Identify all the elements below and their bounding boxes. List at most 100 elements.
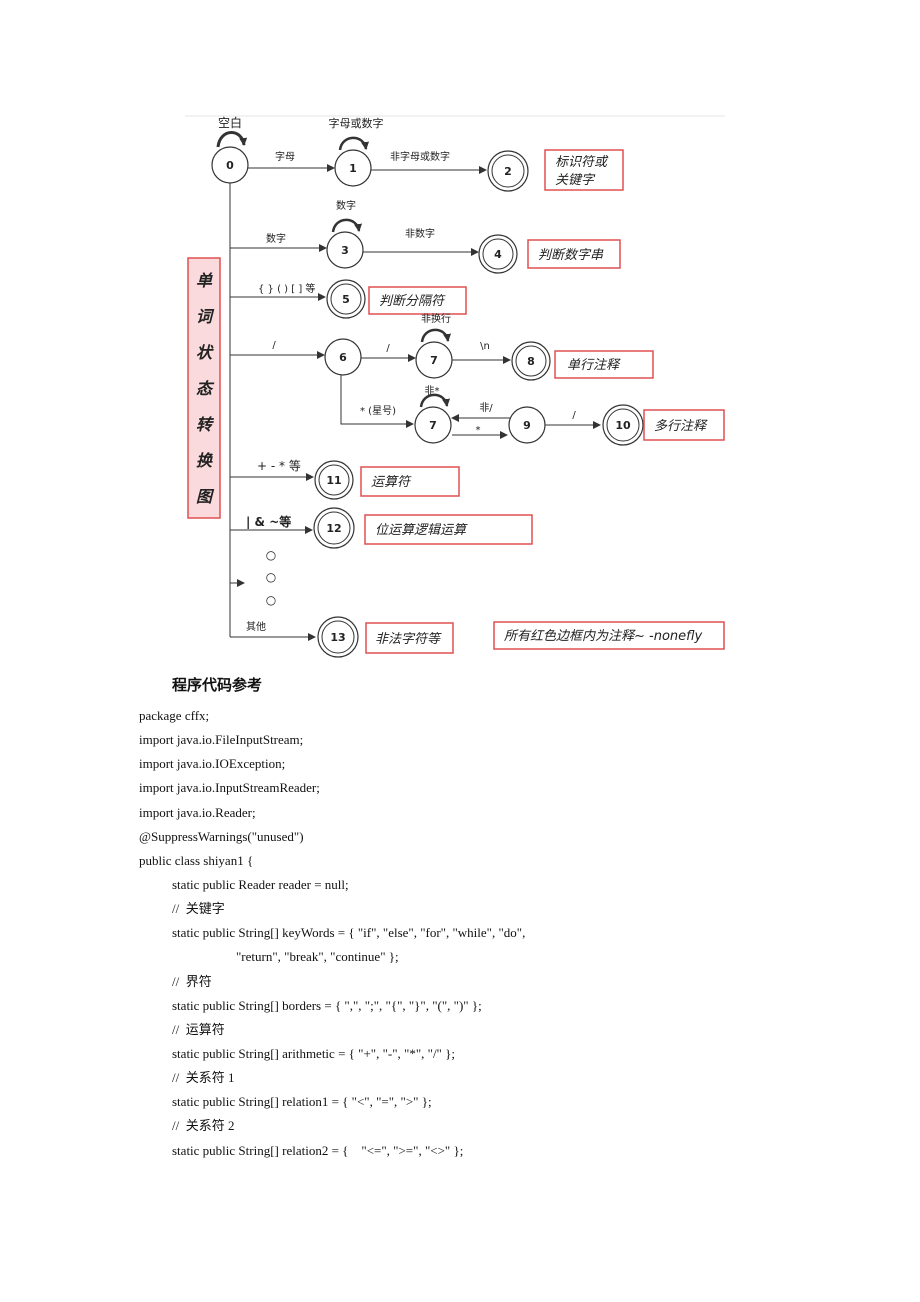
svg-text:*: * (476, 425, 481, 436)
svg-text:10: 10 (615, 419, 631, 432)
note-bit-logic (364, 514, 533, 545)
code-line: // 关键字 (172, 901, 225, 917)
svg-text:数字: 数字 (266, 232, 286, 245)
svg-text:非换行: 非换行 (421, 312, 451, 325)
svg-text:13: 13 (330, 631, 345, 644)
svg-text:空白: 空白 (218, 115, 242, 130)
svg-text:字母: 字母 (275, 150, 295, 163)
code-line: // 关系符 1 (172, 1070, 235, 1086)
svg-text:11: 11 (326, 474, 341, 487)
code-line: static public String[] borders = { ",", … (172, 997, 482, 1013)
state-7-multi (414, 406, 452, 444)
state-11 (314, 460, 354, 500)
state-1 (334, 149, 372, 187)
svg-text:词: 词 (196, 307, 215, 326)
svg-text:8: 8 (527, 355, 535, 368)
code-heading: 程序代码参考 (172, 676, 263, 694)
note-multi-comment (643, 409, 725, 441)
svg-text:转: 转 (196, 415, 215, 434)
code-line: static public Reader reader = null; (172, 876, 349, 892)
svg-text:0: 0 (226, 159, 234, 172)
state-12 (313, 507, 355, 549)
code-line: public class shiyan1 { (139, 852, 254, 868)
svg-text:○: ○ (266, 570, 276, 584)
svg-text:位运算逻辑运算: 位运算逻辑运算 (375, 522, 468, 538)
svg-text:/: / (572, 410, 576, 421)
state-5 (326, 279, 366, 319)
state-2 (487, 150, 529, 192)
code-line: // 关系符 2 (172, 1118, 235, 1134)
note-identifier (544, 149, 624, 191)
svg-text:非*: 非* (425, 385, 440, 397)
svg-text:关键字: 关键字 (555, 172, 596, 188)
svg-text:状: 状 (196, 343, 214, 362)
svg-text:○: ○ (266, 548, 276, 562)
code-line: static public String[] relation2 = { "<=… (172, 1142, 464, 1158)
diagram-title-box (187, 257, 221, 519)
code-line: @SuppressWarnings("unused") (139, 828, 304, 844)
svg-text:6: 6 (339, 351, 347, 364)
state-0 (211, 146, 249, 184)
svg-text:○: ○ (266, 593, 276, 607)
svg-text:/: / (386, 343, 390, 354)
svg-text:非法字符等: 非法字符等 (375, 631, 442, 647)
svg-text:字母或数字: 字母或数字 (329, 116, 384, 130)
note-footer (493, 621, 725, 650)
svg-text:12: 12 (326, 522, 341, 535)
code-line: import java.io.InputStreamReader; (139, 780, 320, 796)
code-line: static public String[] arithmetic = { "+… (172, 1045, 455, 1061)
state-3 (326, 231, 364, 269)
svg-text:7: 7 (429, 419, 437, 432)
svg-text:多行注释: 多行注释 (654, 419, 708, 434)
svg-text:所有红色边框内为注释~ -nonefly: 所有红色边框内为注释~ -nonefly (504, 629, 703, 644)
code-line: // 界符 (172, 973, 212, 989)
svg-text:非/: 非/ (479, 402, 493, 414)
svg-text:| & ~等: | & ~等 (246, 514, 291, 529)
note-number (527, 239, 621, 269)
note-illegal (365, 622, 454, 654)
state-4 (478, 234, 518, 274)
svg-text:其他: 其他 (246, 620, 266, 633)
svg-text:9: 9 (523, 419, 531, 432)
state-transition-diagram: 单 词 状 态 转 换 图 0 空白 字母 1 字母或数字 非字母或数字 2 标… (185, 115, 725, 658)
svg-text:非数字: 非数字 (405, 227, 435, 240)
state-13 (317, 616, 359, 658)
code-line: import java.io.IOException; (139, 756, 286, 772)
note-single-comment (554, 350, 654, 379)
svg-text:/: / (272, 340, 276, 351)
svg-text:标识符或: 标识符或 (555, 155, 609, 170)
svg-text:判断分隔符: 判断分隔符 (379, 294, 446, 309)
state-8 (511, 341, 551, 381)
svg-text:4: 4 (494, 248, 502, 261)
code-line: import java.io.Reader; (139, 804, 256, 820)
svg-text:{ } ( ) [ ] 等: { } ( ) [ ] 等 (258, 282, 315, 295)
svg-text:单行注释: 单行注释 (567, 358, 621, 373)
svg-text:\n: \n (480, 341, 490, 352)
svg-text:+ - * 等: + - * 等 (257, 459, 301, 473)
svg-text:3: 3 (341, 244, 349, 257)
note-delimiter (368, 286, 467, 315)
code-line: "return", "break", "continue" }; (236, 949, 399, 965)
code-line: static public String[] keyWords = { "if"… (172, 925, 526, 941)
svg-text:态: 态 (196, 379, 215, 398)
code-listing: package cffx; import java.io.FileInputStr… (139, 704, 839, 1163)
code-line: // 运算符 (172, 1021, 225, 1037)
code-line: static public String[] relation1 = { "<"… (172, 1094, 432, 1110)
svg-text:判断数字串: 判断数字串 (538, 247, 604, 263)
svg-text:图: 图 (196, 487, 215, 506)
state-6 (324, 338, 362, 376)
note-operator (360, 466, 460, 497)
svg-text:1: 1 (349, 162, 357, 175)
svg-text:数字: 数字 (336, 199, 356, 212)
svg-text:换: 换 (196, 451, 213, 470)
code-line: import java.io.FileInputStream; (139, 732, 304, 748)
diagram-title: 单 词 状 态 转 换 图 (196, 271, 215, 506)
code-line: package cffx; (139, 708, 210, 723)
svg-text:7: 7 (430, 354, 438, 367)
state-10 (602, 404, 644, 446)
blank-loop-arrow (216, 131, 248, 148)
svg-text:非字母或数字: 非字母或数字 (390, 150, 450, 163)
svg-text:* (星号): * (星号) (360, 405, 396, 417)
svg-text:2: 2 (504, 165, 512, 178)
svg-text:运算符: 运算符 (371, 475, 412, 490)
